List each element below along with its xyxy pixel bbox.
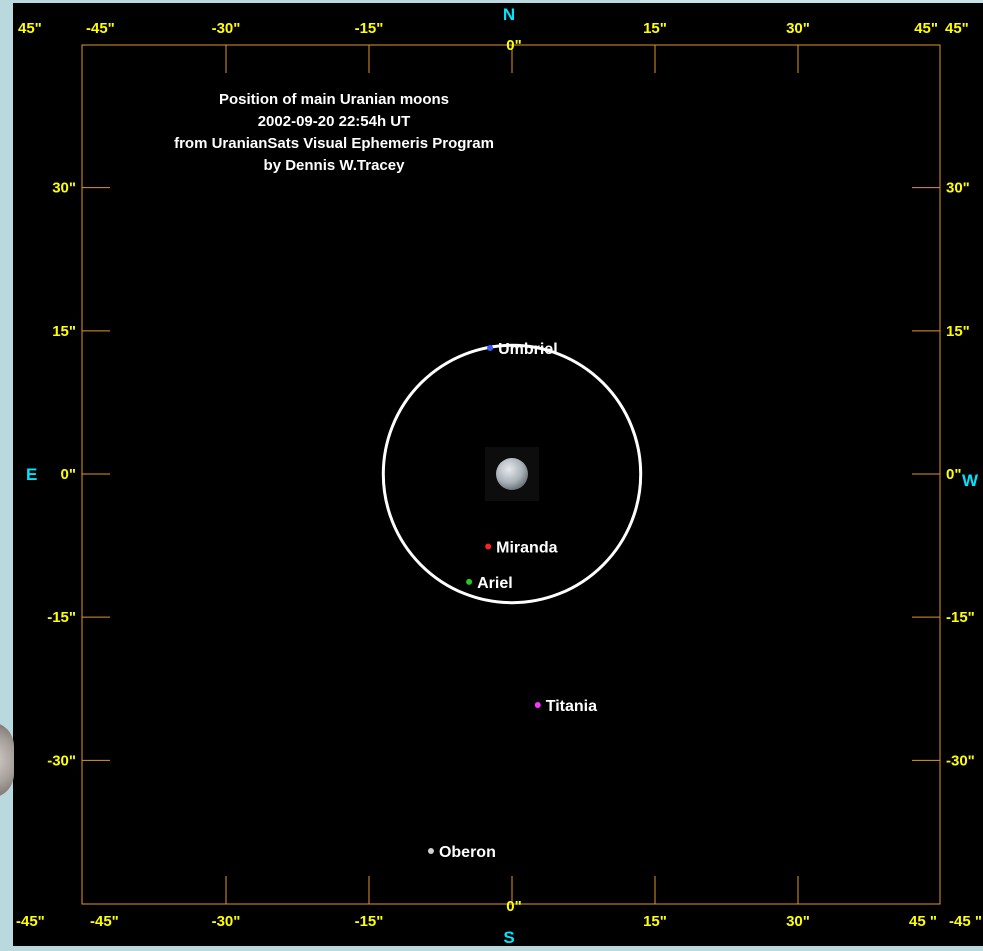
top-tick-label: 0" — [506, 37, 521, 54]
bottom-tick-label: 15" — [643, 913, 667, 930]
top-tick-label: -30" — [212, 20, 241, 37]
right-tick-label: -15" — [946, 609, 975, 626]
moon-marker-miranda — [485, 543, 492, 550]
left-tick-label: -30" — [47, 752, 76, 769]
south-label: S — [503, 928, 514, 946]
bottom-tick-label: 30" — [786, 913, 810, 930]
west-label: W — [962, 471, 979, 490]
left-tick-label: 30" — [52, 180, 76, 197]
moon-position-chart: -45" -30" -15" 0" 15" 30" 45" -45" -30" -15" 0" 15"… — [16, 5, 982, 947]
top-tick-label: 30" — [786, 20, 810, 37]
corner-label-bottom-left: -45" — [16, 913, 45, 930]
chart-title-line: from UranianSats Visual Ephemeris Progra… — [174, 135, 494, 152]
bottom-tick-label: 45 " — [909, 913, 937, 930]
bottom-tick-label: -45" — [90, 913, 119, 930]
top-tick-label: 45" — [914, 20, 938, 37]
bottom-tick-label: -15" — [355, 913, 384, 930]
moon-label-miranda: Miranda — [496, 540, 557, 557]
uranus-planet — [496, 458, 528, 490]
moon-marker-umbriel — [487, 345, 494, 352]
chart-title-line: Position of main Uranian moons — [219, 91, 449, 108]
moon-marker-oberon — [427, 848, 434, 855]
planet-thumbnail-icon — [0, 722, 14, 798]
right-tick-label: 30" — [946, 180, 970, 197]
left-tick-label: 0" — [61, 466, 76, 483]
top-tick-label: 15" — [643, 20, 667, 37]
chart-title-line: by Dennis W.Tracey — [264, 157, 406, 174]
east-label: E — [26, 465, 37, 484]
right-tick-label: 0" — [946, 466, 961, 483]
left-tick-label: 15" — [52, 323, 76, 340]
right-tick-label: -30" — [946, 752, 975, 769]
orbit-circle — [381, 343, 643, 605]
moon-label-titania: Titania — [546, 698, 597, 715]
ephemeris-plot-window: -45" -30" -15" 0" 15" 30" 45" -45" -30" -15" 0" 15"… — [13, 3, 983, 947]
left-tick-label: -15" — [47, 609, 76, 626]
bottom-tick-label: 0" — [506, 898, 521, 915]
north-label: N — [503, 5, 515, 24]
bottom-tick-label: -30" — [212, 913, 241, 930]
moon-label-umbriel: Umbriel — [498, 341, 558, 358]
chart-title-line: 2002-09-20 22:54h UT — [258, 113, 411, 130]
moon-label-ariel: Ariel — [477, 575, 513, 592]
top-tick-label: -45" — [86, 20, 115, 37]
corner-label-top-right: 45" — [945, 20, 969, 37]
top-tick-label: -15" — [355, 20, 384, 37]
corner-label-top-left: 45" — [18, 20, 42, 37]
background-strip — [640, 0, 983, 3]
corner-label-bottom-right: -45 " — [949, 913, 982, 930]
moon-marker-ariel — [466, 578, 473, 585]
moon-label-oberon: Oberon — [439, 844, 496, 861]
right-tick-label: 15" — [946, 323, 970, 340]
moon-marker-titania — [534, 701, 541, 708]
